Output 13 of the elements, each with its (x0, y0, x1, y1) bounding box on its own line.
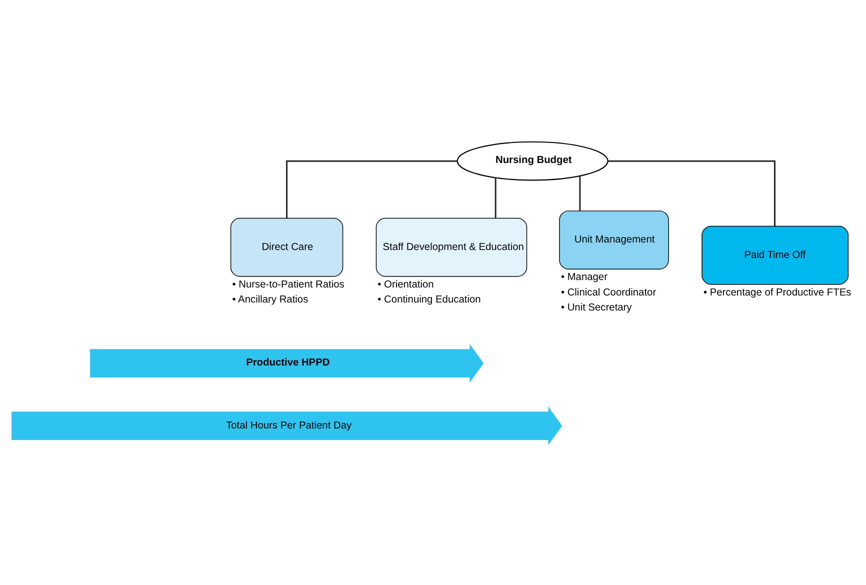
node-label: • Orientation (377, 278, 434, 290)
node-label: • Percentage of Productive FTEs (702, 286, 851, 298)
node-label: • Manager (560, 272, 607, 283)
node-label: • Unit Secretary (560, 302, 632, 314)
node-label: • Nurse-to-Patient Ratios (232, 278, 344, 290)
connector (494, 177, 496, 218)
connector (286, 160, 457, 218)
connector (607, 160, 775, 226)
node-label: • Clinical Coordinator (560, 286, 656, 298)
connector (578, 175, 580, 210)
node-ellipse: Nursing Budget (456, 140, 608, 180)
node-label: • Continuing Education (377, 294, 480, 306)
node-label: • Ancillary Ratios (232, 294, 308, 306)
